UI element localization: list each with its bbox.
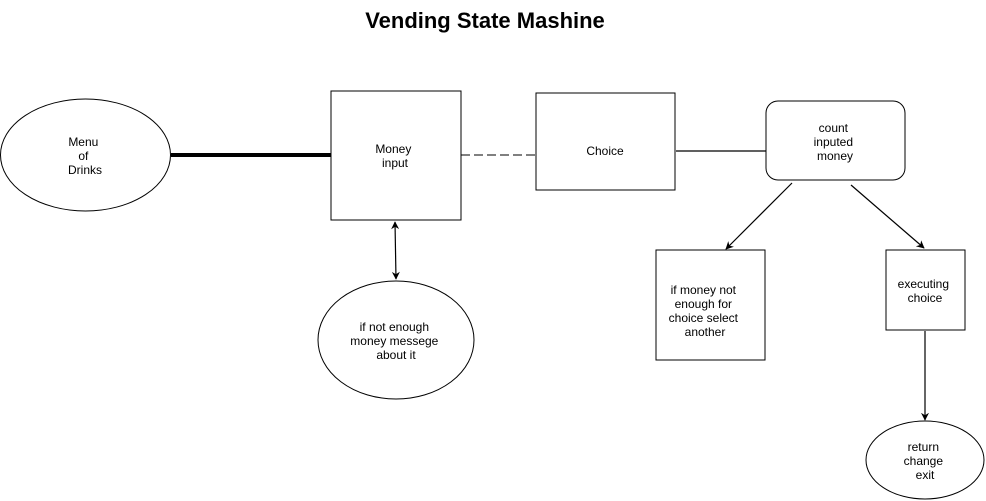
node-select-another: if money not enough for choice select an…	[655, 249, 766, 361]
node-executing-choice: executing choice	[885, 249, 966, 331]
svg-text:if money not enough for: if money not enough for choice select an…	[669, 283, 742, 339]
svg-text:Menu of Drinks: Menu of Drinks	[68, 135, 102, 177]
node-money-input: Money input	[330, 90, 462, 221]
node-not-enough-money-message: if not enough money messege about it	[317, 280, 475, 400]
svg-text:if not enough money mess: if not enough money messege about it	[350, 320, 441, 362]
svg-text:count inputed mone: count inputed money	[814, 121, 857, 163]
svg-text:Choice: Choice	[586, 144, 624, 158]
node-choice: Choice	[535, 92, 676, 191]
node-count-inputed-money: count inputed money	[765, 100, 906, 181]
edge-count-to-executing-choice	[850, 184, 925, 249]
diagram-title: Vending State Mashine	[365, 8, 605, 33]
node-return-change-exit: return change exit	[865, 420, 985, 500]
svg-text:return change exit: return change exit	[904, 440, 947, 482]
node-menu-of-drinks: Menu of Drinks	[0, 98, 171, 212]
svg-text:Money input: Money input	[375, 142, 414, 170]
svg-text:executing choice: executing choice	[898, 277, 953, 305]
edge-count-to-select-another	[725, 182, 793, 250]
edge-money-input-to-message	[391, 221, 400, 280]
